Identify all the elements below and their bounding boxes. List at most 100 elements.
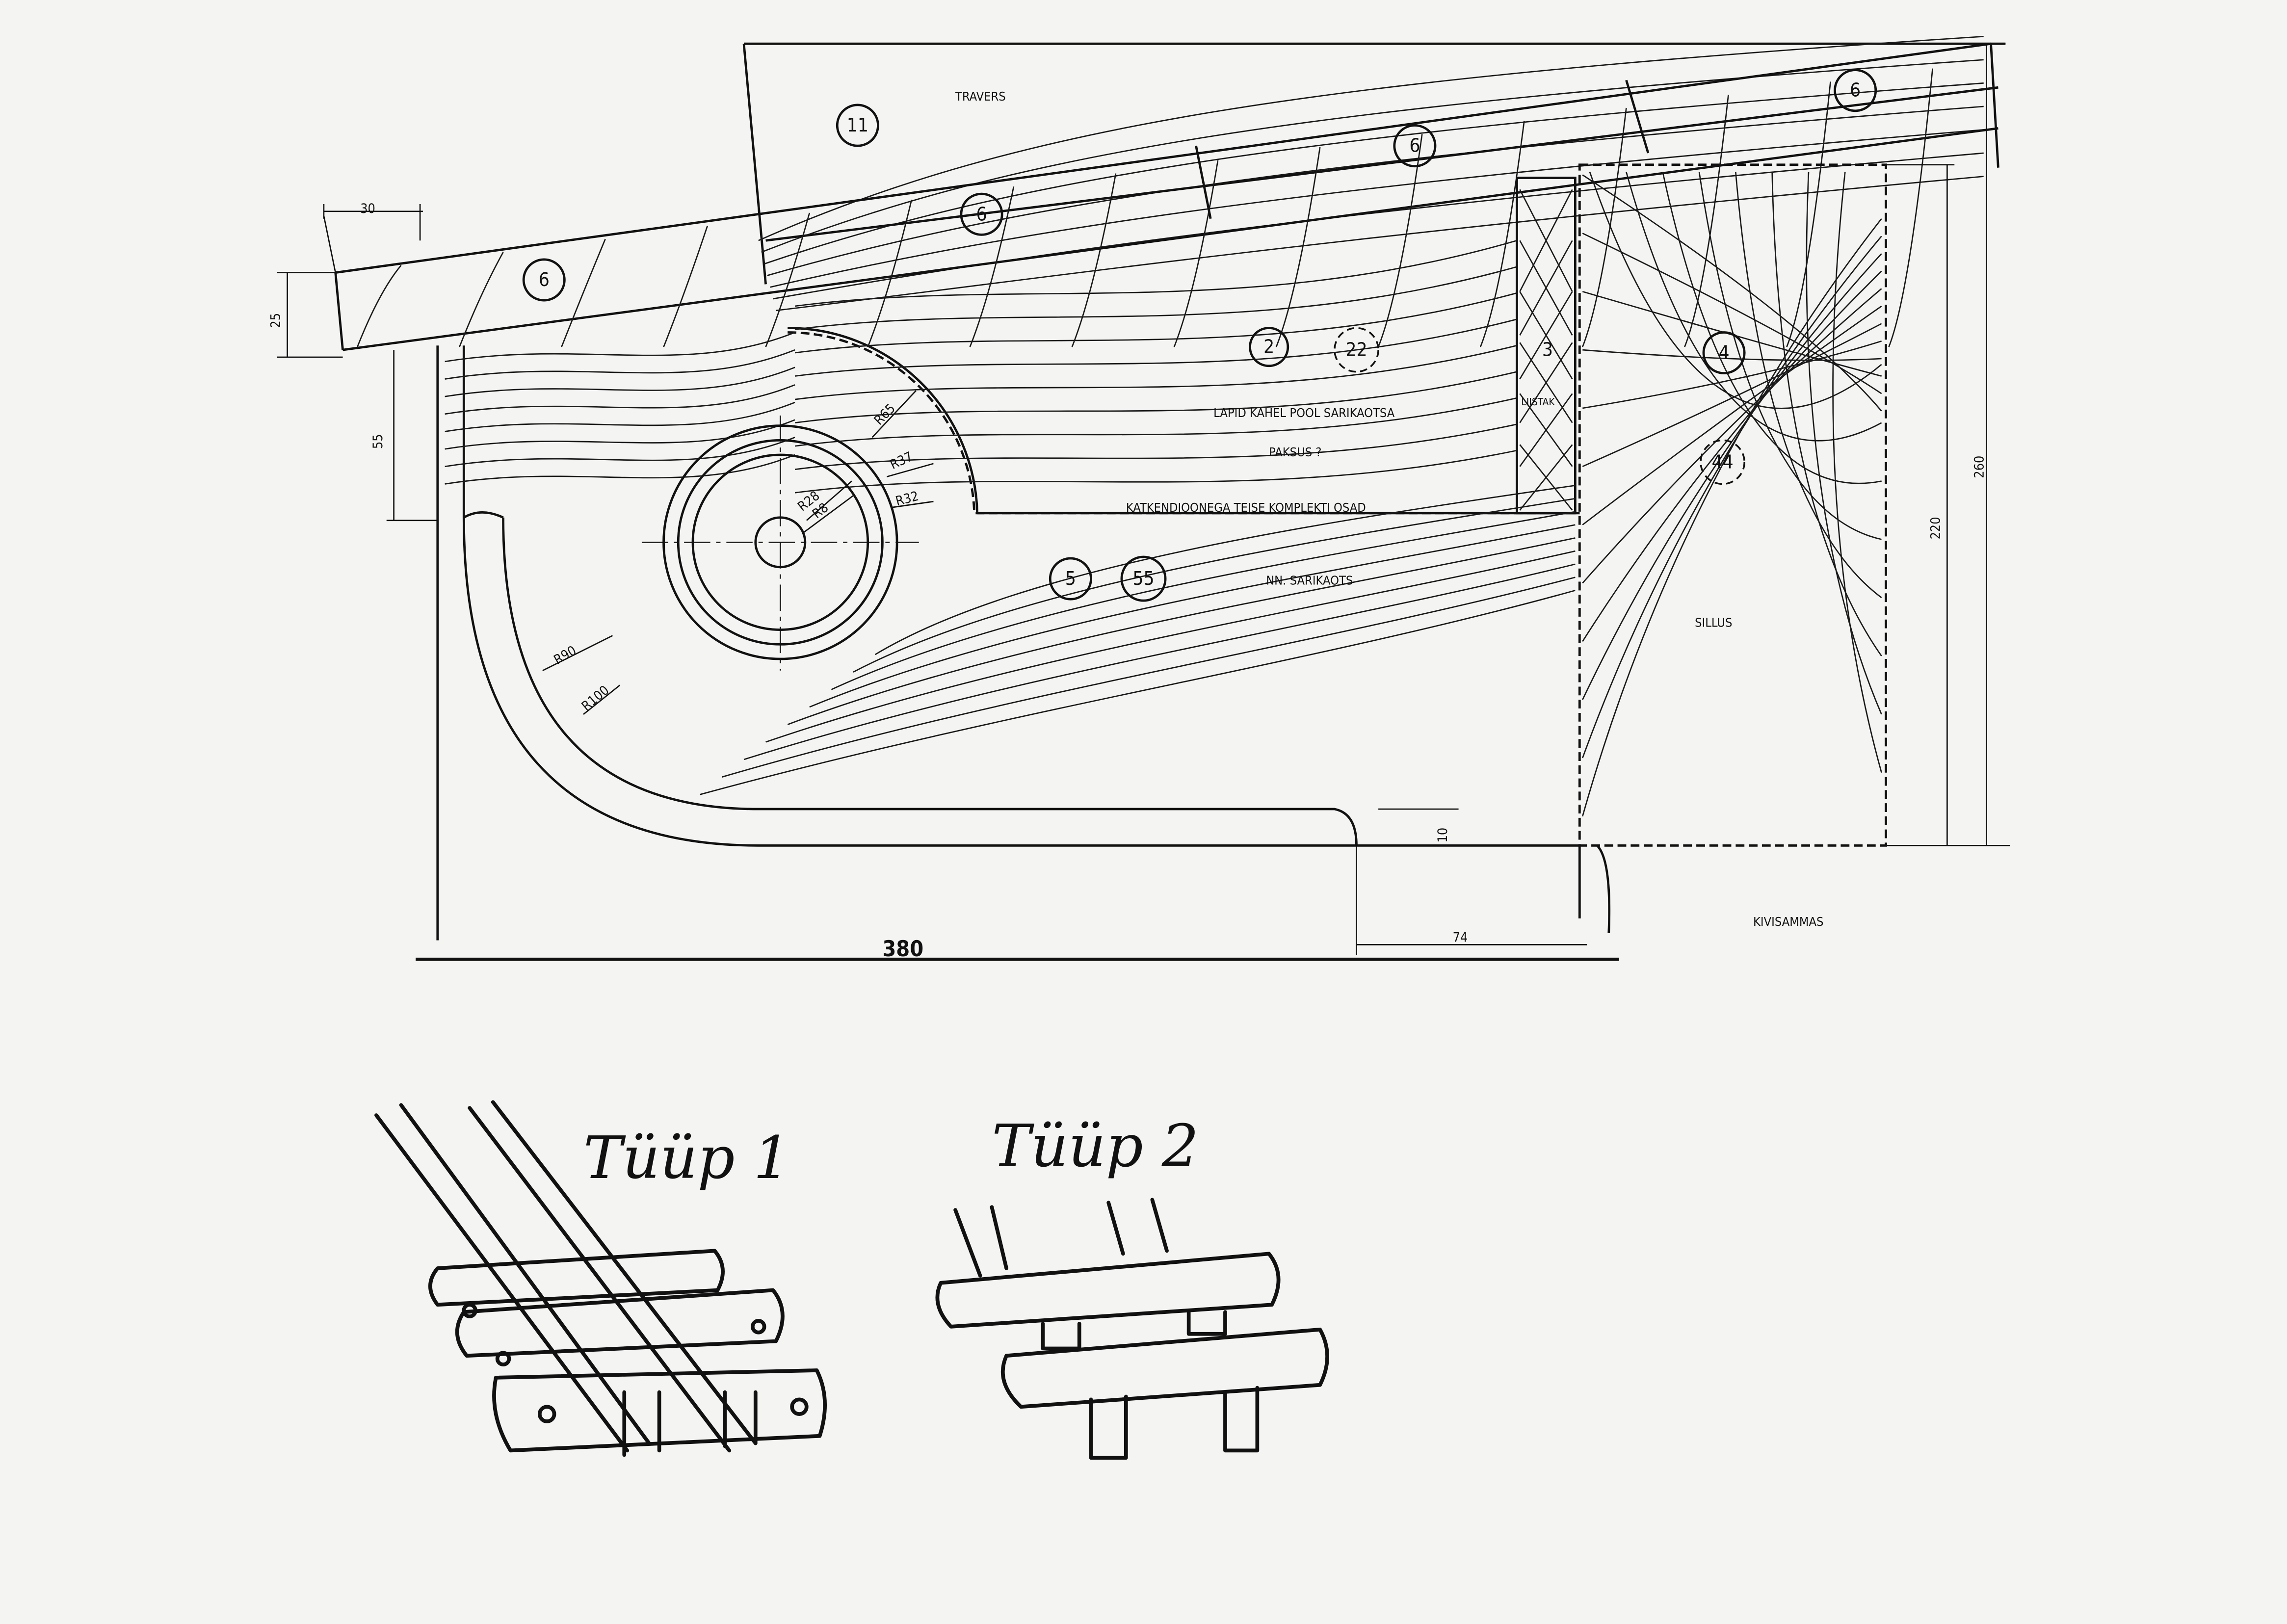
- wood-grain-line: [867, 199, 913, 347]
- wood-grain-line: [1275, 147, 1321, 347]
- wood-grain-line: [445, 367, 795, 397]
- wood-grain-line: [765, 550, 1576, 743]
- wood-grain-line: [794, 344, 1517, 400]
- wood-grain-line: [787, 537, 1576, 725]
- wood-grain-line: [445, 384, 795, 415]
- wood-grain-line: [831, 511, 1576, 690]
- wood-grain-line: [969, 186, 1015, 347]
- wood-grain-line: [1662, 172, 1882, 484]
- wood-grain-line: [1479, 121, 1525, 347]
- wood-grain-line: [459, 252, 504, 347]
- wood-grain-line: [445, 419, 795, 450]
- sketch-type-2-title: Tüüp 2: [992, 1113, 1199, 1180]
- part-number-circle: [1834, 69, 1877, 112]
- wood-grain-line: [770, 129, 1984, 288]
- wood-grain-line: [1582, 305, 1882, 525]
- wood-grain-line: [794, 449, 1517, 494]
- part-number-circle: [1249, 327, 1289, 367]
- part-number-circle: [1120, 555, 1167, 602]
- wood-grain-line: [561, 238, 606, 347]
- wood-grain-line: [1582, 270, 1882, 642]
- part-number-sarikaots-other: 55: [1132, 568, 1154, 590]
- part-number-circle: [836, 104, 879, 147]
- label-travers: TRAVERS: [955, 89, 1006, 104]
- sillus-beam: 4 44 SILLUS: [1578, 163, 1887, 847]
- dimension-55: 55: [370, 434, 386, 449]
- part-number-block: 2: [1263, 336, 1274, 358]
- wood-grain-line: [1582, 253, 1882, 700]
- wood-grain-line: [794, 292, 1517, 354]
- wood-grain-line: [445, 454, 795, 485]
- label-lapid: LAPID KAHEL POOL SARIKAOTSA: [1213, 406, 1395, 420]
- part-number-sarikaots: 5: [1065, 568, 1076, 590]
- part-number-rafter-left: 6: [539, 269, 550, 291]
- dimension-30: 30: [360, 201, 375, 216]
- wood-grain-line: [809, 524, 1576, 708]
- wood-grain-line: [1582, 288, 1882, 584]
- wood-grain-line: [1582, 323, 1882, 468]
- wood-grain-line: [1071, 173, 1117, 347]
- wood-grain-line: [1806, 172, 1882, 715]
- label-katkendjoonega: KATKENDJOONEGA TEISE KOMPLEKTI OSAD: [1126, 500, 1366, 515]
- label-liistak: LIISTAK: [1521, 396, 1555, 408]
- part-number-sillus-other: 44: [1711, 451, 1733, 473]
- sketch-type-1-title: Tüüp 1: [583, 1125, 790, 1192]
- label-paksus: PAKSUS ?: [1269, 445, 1321, 459]
- wood-grain-line: [445, 437, 795, 468]
- wood-grain-line: [1582, 233, 1882, 394]
- wood-grain-line: [1581, 236, 1882, 759]
- dimension-74: 74: [1453, 930, 1468, 945]
- part-number-circle: [1393, 124, 1437, 168]
- dimension-25: 25: [268, 313, 284, 328]
- wood-grain-line: [794, 266, 1517, 330]
- wood-grain-line: [1684, 94, 1729, 347]
- label-kivisammas: KIVISAMMAS: [1753, 915, 1823, 929]
- part-number-circle: [960, 192, 1003, 236]
- wood-grain-line: [663, 226, 708, 347]
- part-number-rafter-upper: 6: [1409, 135, 1420, 157]
- wood-grain-line: [794, 318, 1517, 377]
- wood-grain-line: [1626, 172, 1882, 442]
- wood-grain-line: [445, 401, 795, 432]
- wood-grain-line: [1581, 218, 1882, 817]
- wood-grain-line: [765, 212, 811, 347]
- part-number-rafter-mid: 6: [976, 203, 987, 225]
- dimension-260: 260: [1972, 456, 1987, 478]
- wood-grain-line: [1377, 134, 1423, 347]
- wood-grain-line: [722, 576, 1576, 778]
- wood-grain-line: [445, 349, 795, 380]
- wood-grain-line: [1888, 68, 1933, 347]
- wood-grain-line: [794, 371, 1517, 423]
- label-sarikaots: NN. SARIKAOTS: [1266, 573, 1353, 587]
- wood-grain-line: [794, 423, 1517, 471]
- wood-grain-line: [1519, 291, 1573, 380]
- wood-grain-line: [1582, 107, 1627, 347]
- liistak-strip: 3 LIISTAK: [1516, 177, 1577, 515]
- wood-grain-line: [853, 498, 1576, 673]
- wood-grain-line: [1786, 81, 1831, 347]
- wood-grain-line: [445, 332, 795, 363]
- label-sillus: SILLUS: [1695, 616, 1732, 630]
- block-2: 2 22 LAPID KAHEL POOL SARIKAOTSA PAKSUS …: [788, 239, 1580, 515]
- wood-grain-line: [794, 397, 1517, 447]
- part-number-circle: [522, 258, 566, 302]
- wood-grain-line: [1519, 342, 1573, 423]
- wood-grain-line: [758, 35, 1984, 241]
- wood-grain-line: [1519, 444, 1573, 511]
- wood-grain-line: [357, 264, 402, 347]
- dimension-380: 380: [882, 936, 923, 962]
- sketch-type-2: Tüüp 2: [935, 1113, 1329, 1460]
- sketch-type-1: Tüüp 1: [374, 1100, 827, 1457]
- wood-grain-line: [1589, 172, 1882, 409]
- rafter-6: 6 6 6 6: [334, 42, 1999, 351]
- wood-grain-line: [1173, 160, 1219, 347]
- part-number-rafter-right: 6: [1850, 79, 1861, 102]
- wood-grain-line: [874, 485, 1576, 655]
- wood-grain-line: [1519, 240, 1573, 336]
- wood-grain-line: [1735, 172, 1882, 599]
- wood-grain-line: [794, 239, 1517, 307]
- dimension-220: 220: [1928, 517, 1944, 539]
- part-number-sillus: 4: [1719, 342, 1730, 364]
